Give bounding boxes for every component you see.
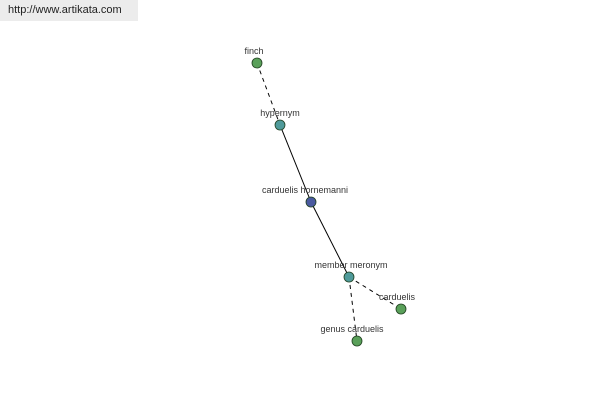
node-label-carduelis[interactable]: carduelis <box>379 292 416 302</box>
graph-edges <box>256 62 402 342</box>
node-label-finch[interactable]: finch <box>244 46 263 56</box>
graph-nodes: finch hypernym carduelis hornemanni member … <box>244 46 416 347</box>
relation-node-hypernym[interactable] <box>274 119 286 131</box>
node-label-member_meronym[interactable]: member meronym <box>314 260 387 270</box>
edge-finch-hypernym <box>256 62 281 126</box>
edge-member_meronym-genus_carduelis <box>348 276 358 342</box>
edge-member_meronym-carduelis <box>348 276 402 310</box>
edge-center-member_meronym <box>310 201 350 278</box>
relation-node-member_meronym[interactable] <box>343 271 355 283</box>
center-node-center[interactable] <box>305 196 317 208</box>
synset-node-carduelis[interactable] <box>395 303 407 315</box>
synset-node-finch[interactable] <box>251 57 263 69</box>
edge-hypernym-center <box>279 124 312 203</box>
node-label-genus_carduelis[interactable]: genus carduelis <box>320 324 384 334</box>
synset-node-genus_carduelis[interactable] <box>351 335 363 347</box>
node-label-center[interactable]: carduelis hornemanni <box>262 185 348 195</box>
site-url[interactable]: http://www.artikata.com <box>0 0 138 21</box>
node-label-hypernym[interactable]: hypernym <box>260 108 300 118</box>
